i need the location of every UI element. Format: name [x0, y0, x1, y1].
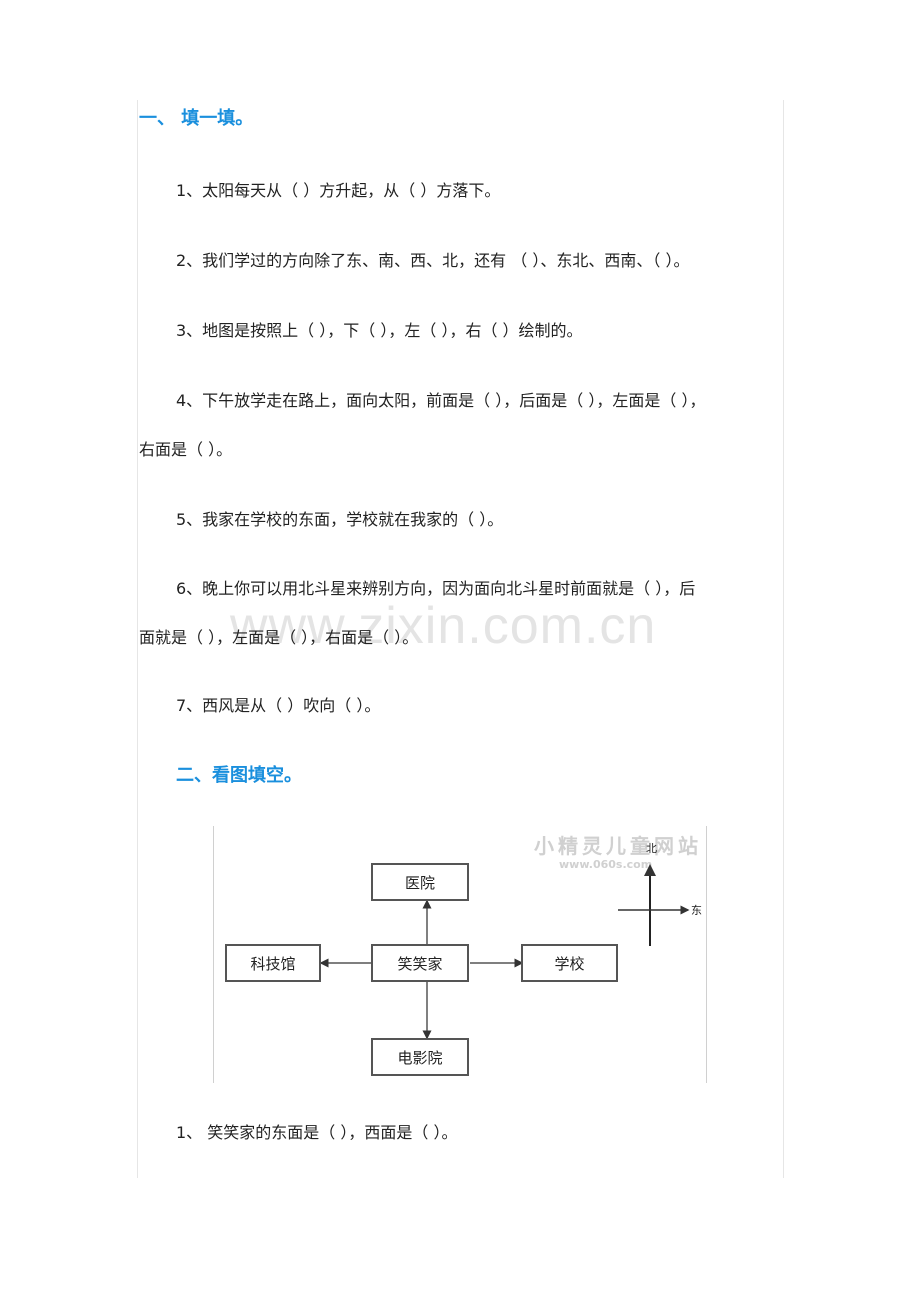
compass-east-label: 东: [691, 904, 702, 917]
page-border-left: [137, 100, 138, 1178]
question-7: 7、西风是从（ ）吹向（ ）。: [176, 696, 381, 715]
question-6-line2: 面就是（ ），左面是（ ），右面是（ ）。: [139, 628, 419, 647]
question-6-line1: 6、晚上你可以用北斗星来辨别方向，因为面向北斗星时前面就是（ ），后: [176, 579, 696, 598]
box-hospital: 医院: [371, 863, 469, 901]
section2-title: 二、看图填空。: [176, 765, 302, 786]
box-cinema: 电影院: [371, 1038, 469, 1076]
box-home: 笑笑家: [371, 944, 469, 982]
section1-title: 一、 填一填。: [139, 108, 254, 129]
question-4-line1: 4、下午放学走在路上，面向太阳，前面是（ ），后面是（ ），左面是（ ），: [176, 391, 706, 410]
watermark: www.zixin.com.cn: [230, 597, 657, 655]
figure-watermark-cn: 小精灵儿童网站: [534, 834, 702, 858]
question-2: 2、我们学过的方向除了东、南、西、北，还有 （ ）、东北、西南、（ ）。: [176, 251, 690, 270]
question-5: 5、我家在学校的东面，学校就在我家的（ ）。: [176, 510, 504, 529]
section2-question-1: 1、 笑笑家的东面是（ ），西面是（ ）。: [176, 1123, 458, 1142]
page-border-right: [783, 100, 784, 1178]
figure-watermark-url: www.060s.com: [559, 858, 653, 871]
direction-map-figure: 小精灵儿童网站 www.060s.com 北 东 医院 笑笑家 电影院 科技馆 …: [213, 826, 707, 1083]
question-3: 3、地图是按照上（ ），下（ ），左（ ），右（ ）绘制的。: [176, 321, 583, 340]
box-school: 学校: [521, 944, 618, 982]
compass-north-label: 北: [646, 842, 657, 855]
question-1: 1、太阳每天从（ ）方升起，从（ ）方落下。: [176, 181, 501, 200]
box-science-museum: 科技馆: [225, 944, 321, 982]
arrows-icon: [319, 864, 690, 1040]
question-4-line2: 右面是（ ）。: [139, 440, 233, 459]
